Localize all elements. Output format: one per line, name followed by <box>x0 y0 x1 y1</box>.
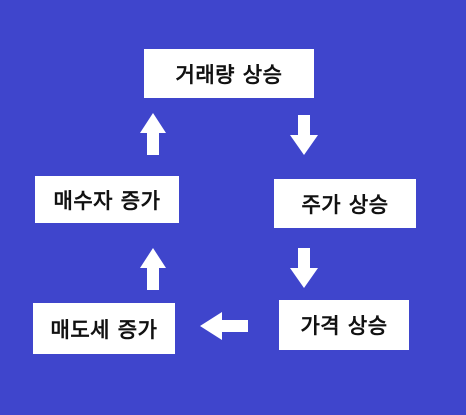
node-volume-up-label: 거래량 상승 <box>175 62 283 87</box>
node-stock-price-up-label: 주가 상승 <box>301 192 389 217</box>
node-volume-up: 거래량 상승 <box>144 49 314 98</box>
node-stock-price-up: 주가 상승 <box>274 179 416 228</box>
node-buyers-up: 매수자 증가 <box>35 176 179 223</box>
arrow-down-icon <box>290 248 318 288</box>
node-price-up-label: 가격 상승 <box>300 314 388 338</box>
node-buyers-up-label: 매수자 증가 <box>53 188 161 213</box>
node-price-up: 가격 상승 <box>279 300 409 350</box>
node-selling-pressure-up-label: 매도세 증가 <box>50 317 158 342</box>
arrow-up-icon <box>140 113 166 155</box>
node-selling-pressure-up: 매도세 증가 <box>33 303 175 354</box>
arrow-up-icon <box>140 248 166 290</box>
arrow-left-icon <box>200 312 248 340</box>
arrow-down-icon <box>290 115 318 155</box>
